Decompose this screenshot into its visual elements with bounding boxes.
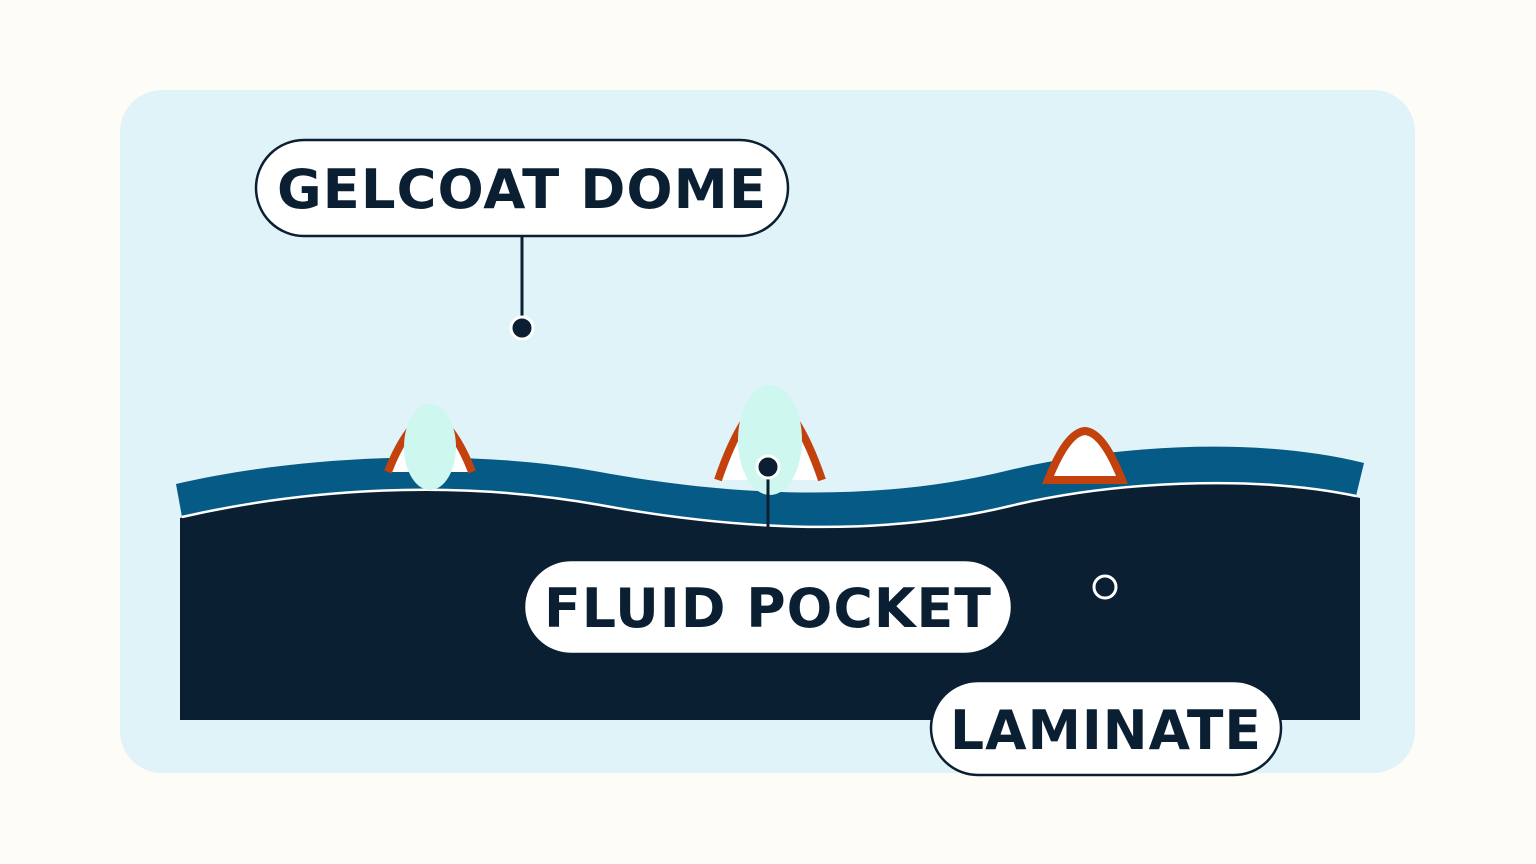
fluid-pocket-label: FLUID POCKET bbox=[522, 558, 1014, 656]
laminate-label-pill bbox=[929, 679, 1283, 777]
blister-left bbox=[384, 404, 476, 490]
blister-center bbox=[714, 385, 826, 495]
laminate-label-text: LAMINATE bbox=[950, 699, 1262, 762]
fluid-pocket-label-text: FLUID POCKET bbox=[544, 577, 992, 640]
blister-center-fluid bbox=[738, 385, 802, 495]
gelcoat-dome-marker bbox=[509, 315, 535, 341]
laminate-marker bbox=[1092, 574, 1118, 600]
blister-right bbox=[1042, 426, 1128, 484]
laminate-label: LAMINATE bbox=[929, 679, 1283, 777]
blister-left-fluid bbox=[404, 404, 456, 490]
fluid-pocket-marker bbox=[755, 454, 781, 480]
gelcoat-dome-label-pill bbox=[254, 138, 790, 238]
gelcoat-dome-label-text: GELCOAT DOME bbox=[277, 158, 767, 221]
gelcoat-dome-label: GELCOAT DOME bbox=[254, 138, 790, 238]
fluid-pocket-label-pill bbox=[522, 558, 1014, 656]
interface-line bbox=[181, 481, 1357, 529]
blister-right-arc bbox=[1042, 426, 1128, 484]
